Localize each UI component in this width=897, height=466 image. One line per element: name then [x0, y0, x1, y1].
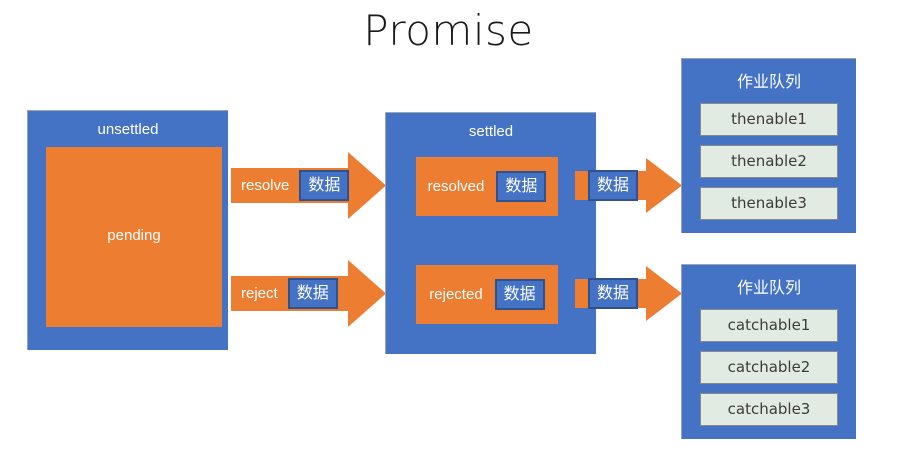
rejected-box: rejected 数据 — [416, 265, 558, 324]
job-queue-catchable-title: 作业队列 — [736, 278, 801, 297]
list-item[interactable]: catchable3 — [700, 393, 838, 426]
reject-arrow: reject 数据 — [231, 260, 386, 327]
resolve-arrow-label: resolve — [241, 177, 290, 194]
catchable-output-arrow: 数据 — [575, 266, 682, 321]
resolved-label: resolved — [427, 178, 485, 195]
job-queue-thenable-title: 作业队列 — [736, 72, 801, 91]
reject-arrow-label: reject — [241, 285, 278, 302]
thenable-output-arrow: 数据 — [575, 158, 682, 213]
thenable-output-arrow-content: 数据 — [575, 158, 639, 213]
pending-label: pending — [107, 227, 161, 244]
job-queue-thenable-items: thenable1 thenable2 thenable3 — [700, 103, 838, 220]
resolve-arrow-content: resolve 数据 — [231, 152, 350, 219]
resolve-arrow: resolve 数据 — [231, 152, 386, 219]
list-item[interactable]: catchable1 — [700, 309, 838, 342]
settled-panel: settled — [385, 112, 596, 354]
resolved-data-badge: 数据 — [496, 171, 547, 202]
unsettled-panel-title: unsettled — [97, 121, 159, 138]
settled-panel-title: settled — [468, 123, 514, 140]
list-item[interactable]: catchable2 — [700, 351, 838, 384]
resolve-data-badge: 数据 — [299, 170, 350, 201]
job-queue-thenable: 作业队列 thenable1 thenable2 thenable3 — [681, 58, 856, 233]
pending-box: pending — [46, 147, 222, 327]
catchable-output-arrow-content: 数据 — [575, 266, 639, 321]
page-title: Promise — [363, 6, 534, 55]
list-item[interactable]: thenable3 — [700, 187, 838, 220]
resolved-box: resolved 数据 — [416, 157, 558, 216]
reject-data-badge: 数据 — [287, 278, 338, 309]
reject-arrow-content: reject 数据 — [231, 260, 338, 327]
job-queue-catchable: 作业队列 catchable1 catchable2 catchable3 — [681, 264, 856, 439]
job-queue-catchable-items: catchable1 catchable2 catchable3 — [700, 309, 838, 426]
list-item[interactable]: thenable1 — [700, 103, 838, 136]
rejected-label: rejected — [429, 286, 483, 303]
catchable-output-data-badge: 数据 — [588, 278, 639, 309]
list-item[interactable]: thenable2 — [700, 145, 838, 178]
rejected-data-badge: 数据 — [494, 279, 545, 310]
thenable-output-data-badge: 数据 — [588, 170, 639, 201]
